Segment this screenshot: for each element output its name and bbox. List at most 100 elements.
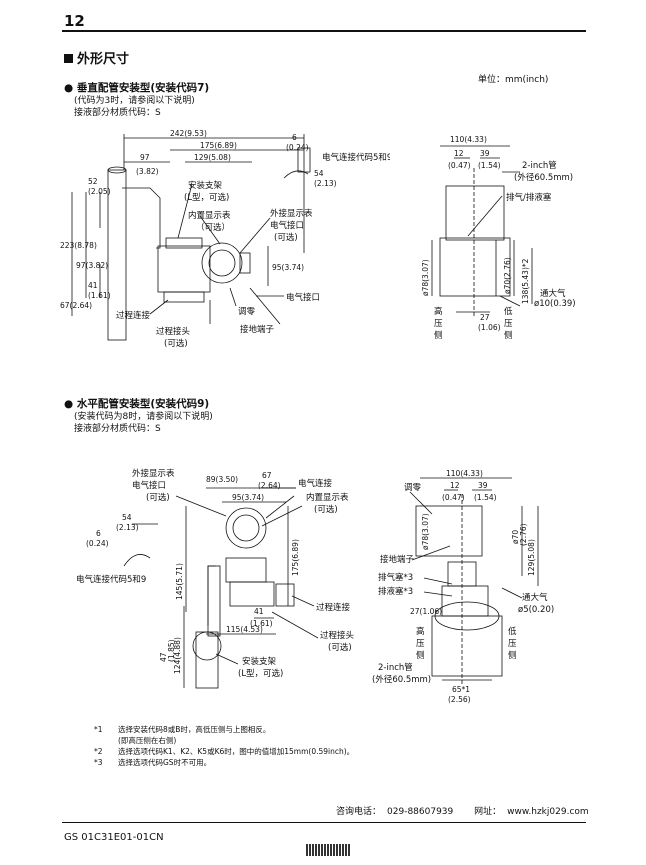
v-dim-223: 223(8.78) xyxy=(60,241,97,250)
h-dim-47: 47 xyxy=(159,652,168,662)
v-bracket-label: 安装支架 xyxy=(188,180,223,191)
v-dim-242: 242(9.53) xyxy=(170,129,207,138)
elec-port-shape xyxy=(239,252,251,274)
h-dim-6: 6 xyxy=(96,529,101,538)
v-dim-41: 41 xyxy=(88,281,98,290)
v-dim-52-inch: (2.05) xyxy=(88,187,111,196)
body-top-shape xyxy=(165,237,203,249)
vertical-heading: ● 垂直配管安装型(安装代码7) (代码为3时，请参阅以下说明) 接液部分材质代… xyxy=(64,82,210,118)
h-dim-89: 89(3.50) xyxy=(206,475,238,484)
v-ground: 接地端子 xyxy=(240,324,275,335)
hs-dim-65-inch: (2.56) xyxy=(448,695,471,704)
vertical-title: 垂直配管安装型(安装代码7) xyxy=(76,82,210,94)
horizontal-front-drawing: 89(3.50) 67 (2.64) 95(3.74) 54 (2.13) 6 … xyxy=(76,468,355,689)
v-indicator-sub: （可选） xyxy=(196,222,230,233)
v-dim-175: 175(6.89) xyxy=(200,141,237,150)
vs-dim-12-inch: (0.47) xyxy=(448,161,471,170)
h-indicator-label: 内置显示表 xyxy=(306,492,349,503)
side-body-shape xyxy=(439,237,511,297)
flange-shape xyxy=(163,291,205,303)
side-housing-shape xyxy=(445,185,505,241)
h-ext-label: 外接显示表 xyxy=(132,468,175,479)
hs-dim-110: 110(4.33) xyxy=(446,469,483,478)
v-process-conn: 过程连接 xyxy=(116,310,151,321)
h-housing-inner-shape xyxy=(232,514,260,542)
bottom-rule xyxy=(62,822,586,823)
hs-drain-plug: 排液塞*3 xyxy=(378,586,413,597)
v-elec-port: 电气接口 xyxy=(286,292,320,303)
h-dim-175: 175(6.89) xyxy=(291,539,300,576)
vs-low-3: 侧 xyxy=(504,330,513,341)
h-dim-95: 95(3.74) xyxy=(232,493,264,502)
hs-dim-70: ø70 xyxy=(511,530,520,544)
vs-dim-138: 138(5.43)*2 xyxy=(521,258,530,304)
v-dim-52: 52 xyxy=(88,177,98,186)
hs-dim-78: ø78(3.07) xyxy=(421,513,430,550)
v-zero: 调零 xyxy=(238,307,256,317)
hs-vent: 通大气 xyxy=(522,592,548,603)
hs-dim-27: 27(1.06) xyxy=(410,607,442,616)
doc-code: GS 01C31E01-01CN xyxy=(64,832,164,843)
h-ext-sub: (可选) xyxy=(146,492,170,503)
vs-pipe-label: 2-inch管 xyxy=(522,160,557,171)
h-ext-port: 电气接口 xyxy=(132,480,166,491)
h-body-shape xyxy=(229,581,275,607)
v-dim-97v: 97(3.82) xyxy=(76,261,108,270)
h-bracket-shape xyxy=(207,565,216,626)
hs-pipe-sub: (外径60.5mm) xyxy=(372,674,431,685)
h-bracket-label: 安装支架 xyxy=(242,656,277,667)
top-rule xyxy=(62,30,586,32)
v-dim-67: 67(2.64) xyxy=(60,301,92,310)
h-dim-54: 54 xyxy=(122,513,132,522)
hs-dim-39: 39 xyxy=(478,481,488,490)
web-address[interactable]: www.hzkj029.com xyxy=(507,807,589,817)
bracket-shape xyxy=(122,187,161,249)
hs-high-1: 高 xyxy=(416,626,425,637)
h-dim-124: 124(4.88) xyxy=(173,637,182,674)
horizontal-title: 水平配管安装型(安装代码9) xyxy=(76,398,210,410)
hs-zero: 调零 xyxy=(404,483,422,493)
v-dim-97: 97 xyxy=(140,153,150,162)
h-indicator-sub: (可选) xyxy=(314,504,338,515)
pipe-shape xyxy=(107,169,127,341)
vs-dim-110: 110(4.33) xyxy=(450,135,487,144)
note-text: (即高压侧在右侧) xyxy=(118,736,177,745)
pipe-top-shape xyxy=(107,166,127,174)
body-shape xyxy=(157,245,211,293)
vs-dim-27-inch: (1.06) xyxy=(478,323,501,332)
vertical-note: (代码为3时，请参阅以下说明) xyxy=(74,96,195,106)
h-elec-conn: 电气连接 xyxy=(298,478,333,489)
h-dim-47-inch: (1.85) xyxy=(167,639,176,662)
h-bracket-sub: (L型，可选) xyxy=(238,668,283,679)
note-text: 选择安装代码8或B时，高低压侧与上图相反。 xyxy=(118,725,271,734)
page-number: 12 xyxy=(64,12,85,30)
vs-dim-39-inch: (1.54) xyxy=(478,161,501,170)
vs-dim-12: 12 xyxy=(454,149,464,158)
hs-ground: 接地端子 xyxy=(380,554,415,565)
v-dim-54: 54 xyxy=(314,169,324,178)
note-row: (即高压侧在右侧) xyxy=(94,735,354,746)
phone-label: 咨询电话： xyxy=(336,807,382,817)
h-dim-41-inch: (1.61) xyxy=(250,619,273,628)
vs-dim-78: ø78(3.07) xyxy=(421,259,430,296)
hs-vent-plug: 排气塞*3 xyxy=(378,572,413,583)
barcode-stamp xyxy=(306,844,350,856)
v-dim-129: 129(5.08) xyxy=(194,153,231,162)
v-dim-54-inch: (2.13) xyxy=(314,179,337,188)
contact-line: 咨询电话：029-88607939 网址：www.hzkj029.com xyxy=(336,804,595,817)
hs-dim-65: 65*1 xyxy=(452,685,470,694)
vs-high-1: 高 xyxy=(434,306,443,317)
v-dim-6: 6 xyxy=(292,133,297,142)
vs-high-2: 压 xyxy=(434,319,443,329)
note-key: *3 xyxy=(94,758,103,767)
vertical-side-drawing: 110(4.33) 12 (0.47) 39 (1.54) ø78(3.07) … xyxy=(421,135,576,341)
hs-dim-12-inch: (0.47) xyxy=(442,493,465,502)
hs-high-2: 压 xyxy=(416,639,425,649)
v-dim-95: 95(3.74) xyxy=(272,263,304,272)
hs-low-1: 低 xyxy=(508,626,517,637)
vs-vent: 通大气 xyxy=(540,288,566,299)
hs-dim-129: 129(5.08) xyxy=(527,539,536,576)
